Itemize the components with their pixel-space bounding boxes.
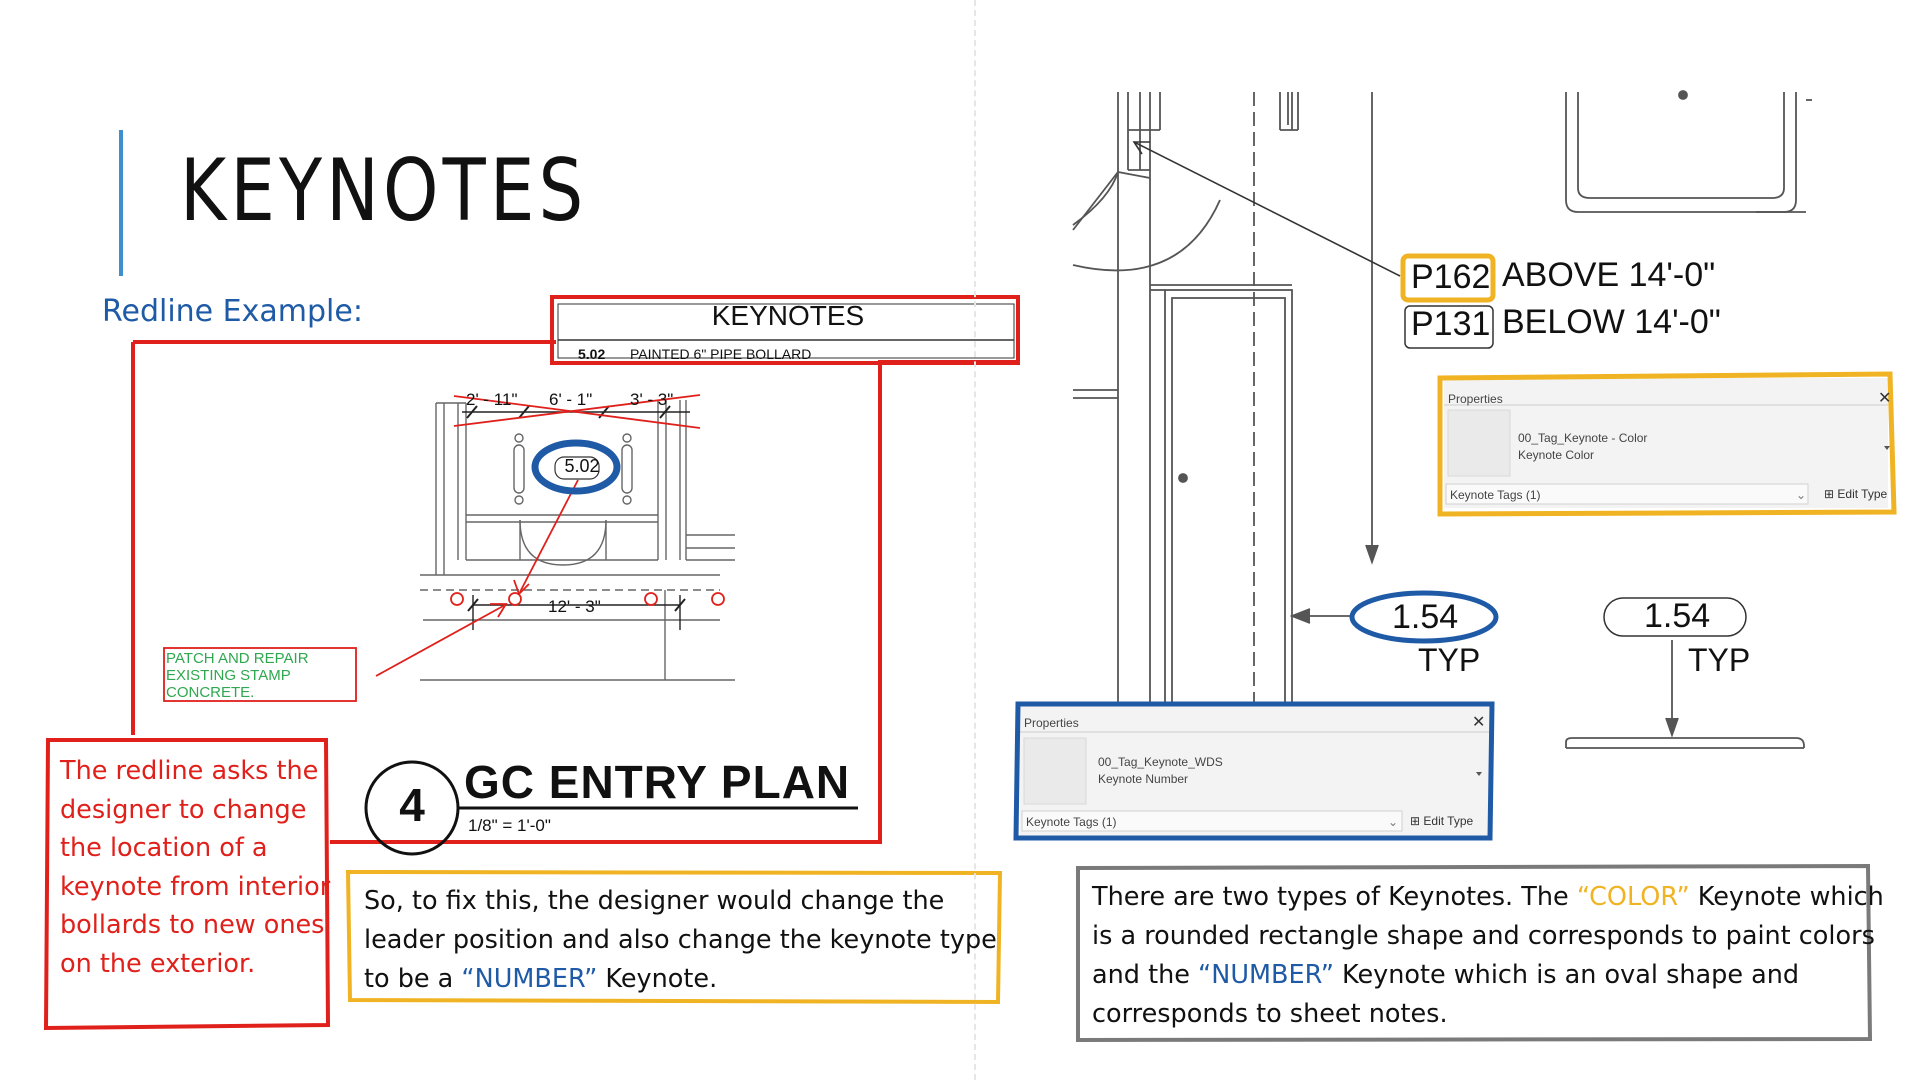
slide-divider (974, 0, 978, 1080)
slide-subtitle: Redline Example: (102, 294, 363, 329)
keynote-types-note: There are two types of Keynotes. The “CO… (1092, 878, 1892, 1034)
keynote-tag-502: 5.02 (564, 456, 600, 476)
rounded-tag-value: 1.54 (1644, 597, 1711, 635)
properties-number-type[interactable]: Keynote Number (1098, 772, 1189, 786)
note-text: Keynote which is a rounded rectangle sha… (1092, 882, 1884, 990)
edit-type-button[interactable]: ⊞ Edit Type (1824, 487, 1888, 501)
note-text: So, to fix this, the designer would chan… (364, 886, 997, 994)
keynote-legend-title: KEYNOTES (711, 300, 865, 331)
gray-note-border (1076, 863, 1873, 1043)
properties-number-family[interactable]: 00_Tag_Keynote_WDS (1098, 755, 1223, 769)
edit-type-label: Edit Type (1423, 814, 1474, 828)
number-keyword: “NUMBER” (461, 964, 598, 994)
plan-drawing (420, 400, 735, 681)
properties-number-selector[interactable]: Keynote Tags (1) (1026, 815, 1117, 829)
redline-explanation-note: The redline asks the designer to change … (60, 756, 331, 979)
rounded-tag-shape (1603, 597, 1747, 637)
properties-color-family[interactable]: 00_Tag_Keynote - Color (1518, 431, 1648, 445)
edit-type-label: Edit Type (1837, 487, 1888, 501)
color-keyword: “COLOR” (1576, 882, 1690, 912)
dimension-label: 3' - 3" (630, 390, 674, 409)
plan-green-note: PATCH AND REPAIR EXISTING STAMP CONCRETE… (166, 650, 309, 701)
chevron-down-icon[interactable]: ⌄ (1796, 488, 1807, 502)
dimension-label: 12' - 3" (548, 597, 601, 616)
keynote-legend-description: PAINTED 6" PIPE BOLLARD (630, 346, 812, 362)
note-text: Keynote which is an oval shape and corre… (1092, 960, 1800, 1029)
note-text: There are two types of Keynotes. The (1092, 882, 1577, 912)
properties-number-panel-frame (1013, 701, 1495, 841)
color-tag-code: P131 (1411, 305, 1491, 343)
color-tag-code: P162 (1411, 258, 1491, 296)
number-keyword: “NUMBER” (1198, 960, 1334, 990)
chevron-down-icon[interactable]: ⌄ (1388, 815, 1399, 829)
properties-color-panel-frame (1437, 371, 1897, 517)
dimension-label: 6' - 1" (549, 390, 593, 409)
tag-502-highlight (531, 439, 621, 495)
fix-explanation-note: So, to fix this, the designer would chan… (364, 882, 1004, 999)
color-tag-text: BELOW 14'-0" (1502, 303, 1721, 341)
keynote-legend-box (557, 303, 1015, 359)
yellow-note-border (345, 869, 1003, 1005)
edit-type-button[interactable]: ⊞ Edit Type (1410, 814, 1474, 828)
slide-title: KEYNOTES (180, 141, 588, 241)
plan-scale: 1/8" = 1'-0" (468, 816, 551, 835)
keynote-legend-code: 5.02 (578, 346, 606, 362)
close-icon[interactable]: ✕ (1472, 714, 1486, 731)
plan-title: GC ENTRY PLAN (464, 756, 851, 808)
color-tag-text: ABOVE 14'-0" (1502, 256, 1716, 294)
oval-tag-note: TYP (1418, 642, 1481, 678)
properties-number-header: Properties (1024, 716, 1079, 730)
redline-marks (43, 295, 1020, 1031)
oval-tag-value: 1.54 (1392, 598, 1459, 636)
plan-title-number: 4 (399, 779, 425, 831)
title-accent-bar (119, 130, 123, 276)
properties-color-header: Properties (1448, 392, 1503, 406)
properties-color-selector[interactable]: Keynote Tags (1) (1450, 488, 1541, 502)
properties-color-type[interactable]: Keynote Color (1518, 448, 1595, 462)
rounded-tag-note: TYP (1688, 642, 1751, 678)
close-icon[interactable]: ✕ (1878, 390, 1892, 407)
plan-title-graphic (364, 760, 858, 856)
dimension-label: 2' - 11" (466, 390, 518, 409)
oval-tag-shape (1349, 590, 1499, 644)
color-tags (1400, 253, 1496, 349)
note-text: Keynote. (597, 964, 718, 994)
